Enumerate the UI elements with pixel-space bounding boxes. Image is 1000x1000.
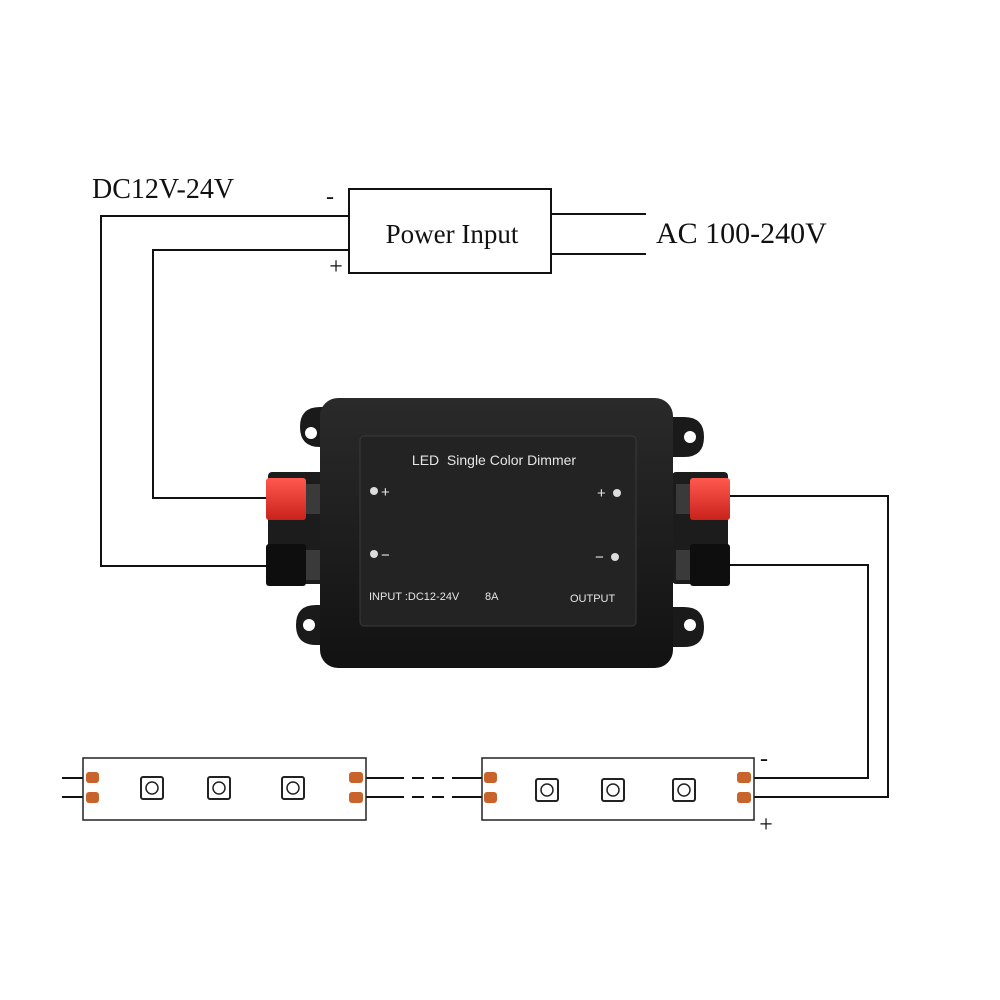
- led-chip: [672, 778, 696, 802]
- led-center: [606, 783, 620, 797]
- out-minus-wire: [726, 564, 869, 779]
- input-plus-terminal: [266, 478, 306, 520]
- led-center: [145, 781, 159, 795]
- strip2-pad-left-top: [484, 772, 497, 783]
- led-strip-1: [82, 757, 367, 821]
- power-input-block: Power Input - +: [326, 184, 552, 280]
- right-output-terminals: [676, 478, 730, 586]
- input-minus-terminal: [266, 544, 306, 586]
- dc-plus-wire: [152, 249, 348, 499]
- output-label: OUTPUT: [570, 593, 616, 605]
- strip2-leds: [535, 778, 696, 802]
- current-rating-label: 8A: [485, 591, 499, 603]
- power-minus-sign: -: [326, 184, 334, 210]
- input-minus-spring: [306, 550, 320, 580]
- strip1-led-centers: [145, 781, 300, 795]
- dc-minus-wire: [100, 215, 348, 567]
- dimmer-front-panel: [359, 435, 637, 627]
- input-plus-mark: +: [381, 484, 390, 501]
- dimmer-device: LED Single Color Dimmer + − + − INPUT :D…: [266, 398, 730, 668]
- led-center: [540, 783, 554, 797]
- ear-holes: [303, 427, 696, 631]
- strip1-pad-left-top: [86, 772, 99, 783]
- input-plus-spring: [306, 484, 320, 514]
- led-chip: [535, 778, 559, 802]
- led-chip: [281, 776, 305, 800]
- led-chip: [207, 776, 231, 800]
- ear-hole-tl: [305, 427, 317, 439]
- led-center: [286, 781, 300, 795]
- input-voltage-label: INPUT :DC12-24V: [369, 591, 460, 603]
- output-minus-dot: [611, 553, 619, 561]
- ear-hole-tr: [684, 431, 696, 443]
- power-plus-sign: +: [329, 254, 343, 280]
- ac-voltage-label: AC 100-240V: [656, 217, 827, 250]
- strip1-pad-right-bottom: [349, 792, 363, 803]
- led-chip: [601, 778, 625, 802]
- output-minus-mark: −: [595, 549, 604, 566]
- power-input-box: [348, 188, 552, 274]
- input-minus-dot: [370, 550, 378, 558]
- strip-plus-sign: +: [759, 812, 773, 838]
- ear-hole-br: [684, 619, 696, 631]
- led-center: [677, 783, 691, 797]
- ear-hole-bl: [303, 619, 315, 631]
- led-center: [212, 781, 226, 795]
- left-input-terminals: [266, 478, 320, 586]
- strip1-pad-left-bottom: [86, 792, 99, 803]
- output-plus-spring: [676, 484, 690, 514]
- led-strip-2-body: [481, 757, 755, 821]
- strip-minus-sign: -: [760, 746, 768, 772]
- output-plus-terminal: [690, 478, 730, 520]
- output-plus-dot: [613, 489, 621, 497]
- output-minus-terminal: [690, 544, 730, 586]
- dimmer-title: LED Single Color Dimmer: [412, 452, 576, 468]
- out-plus-wire: [726, 495, 889, 798]
- output-minus-spring: [676, 550, 690, 580]
- input-minus-mark: −: [381, 547, 390, 564]
- strip1-pad-right-top: [349, 772, 363, 783]
- output-plus-mark: +: [597, 485, 606, 502]
- dc-voltage-label: DC12V-24V: [92, 174, 234, 205]
- strip1-leds: [140, 776, 305, 800]
- input-plus-dot: [370, 487, 378, 495]
- strip2-pad-right-top: [737, 772, 751, 783]
- power-input-label: Power Input: [386, 219, 519, 249]
- strip2-pad-left-bottom: [484, 792, 497, 803]
- led-chip: [140, 776, 164, 800]
- led-strip-2: - +: [481, 746, 773, 838]
- strip2-pad-right-bottom: [737, 792, 751, 803]
- strip2-led-centers: [540, 783, 691, 797]
